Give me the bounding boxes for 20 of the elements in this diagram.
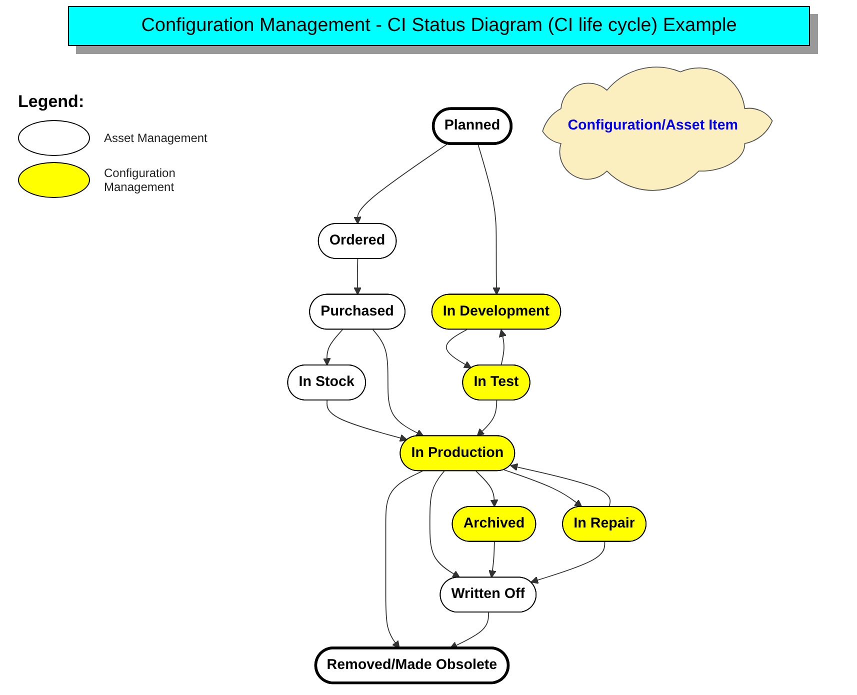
arrow (475, 470, 498, 508)
arrow (429, 470, 460, 578)
arrow (476, 400, 498, 437)
arrow (385, 470, 423, 649)
arrow (322, 329, 344, 366)
arrow (510, 463, 611, 508)
arrow (326, 400, 408, 442)
arrow (498, 329, 507, 366)
arrow (354, 258, 362, 296)
arrow (372, 329, 424, 437)
legend-heading: Legend: (18, 92, 84, 112)
arrow (478, 144, 500, 296)
arrow (530, 541, 606, 584)
arrow (354, 143, 448, 224)
arrow (446, 329, 472, 368)
arrow (504, 469, 582, 508)
legend-label: Asset Management (104, 131, 208, 145)
arrow (488, 541, 496, 578)
arrow (450, 612, 490, 649)
legend-label: Configuration Management (104, 166, 176, 194)
